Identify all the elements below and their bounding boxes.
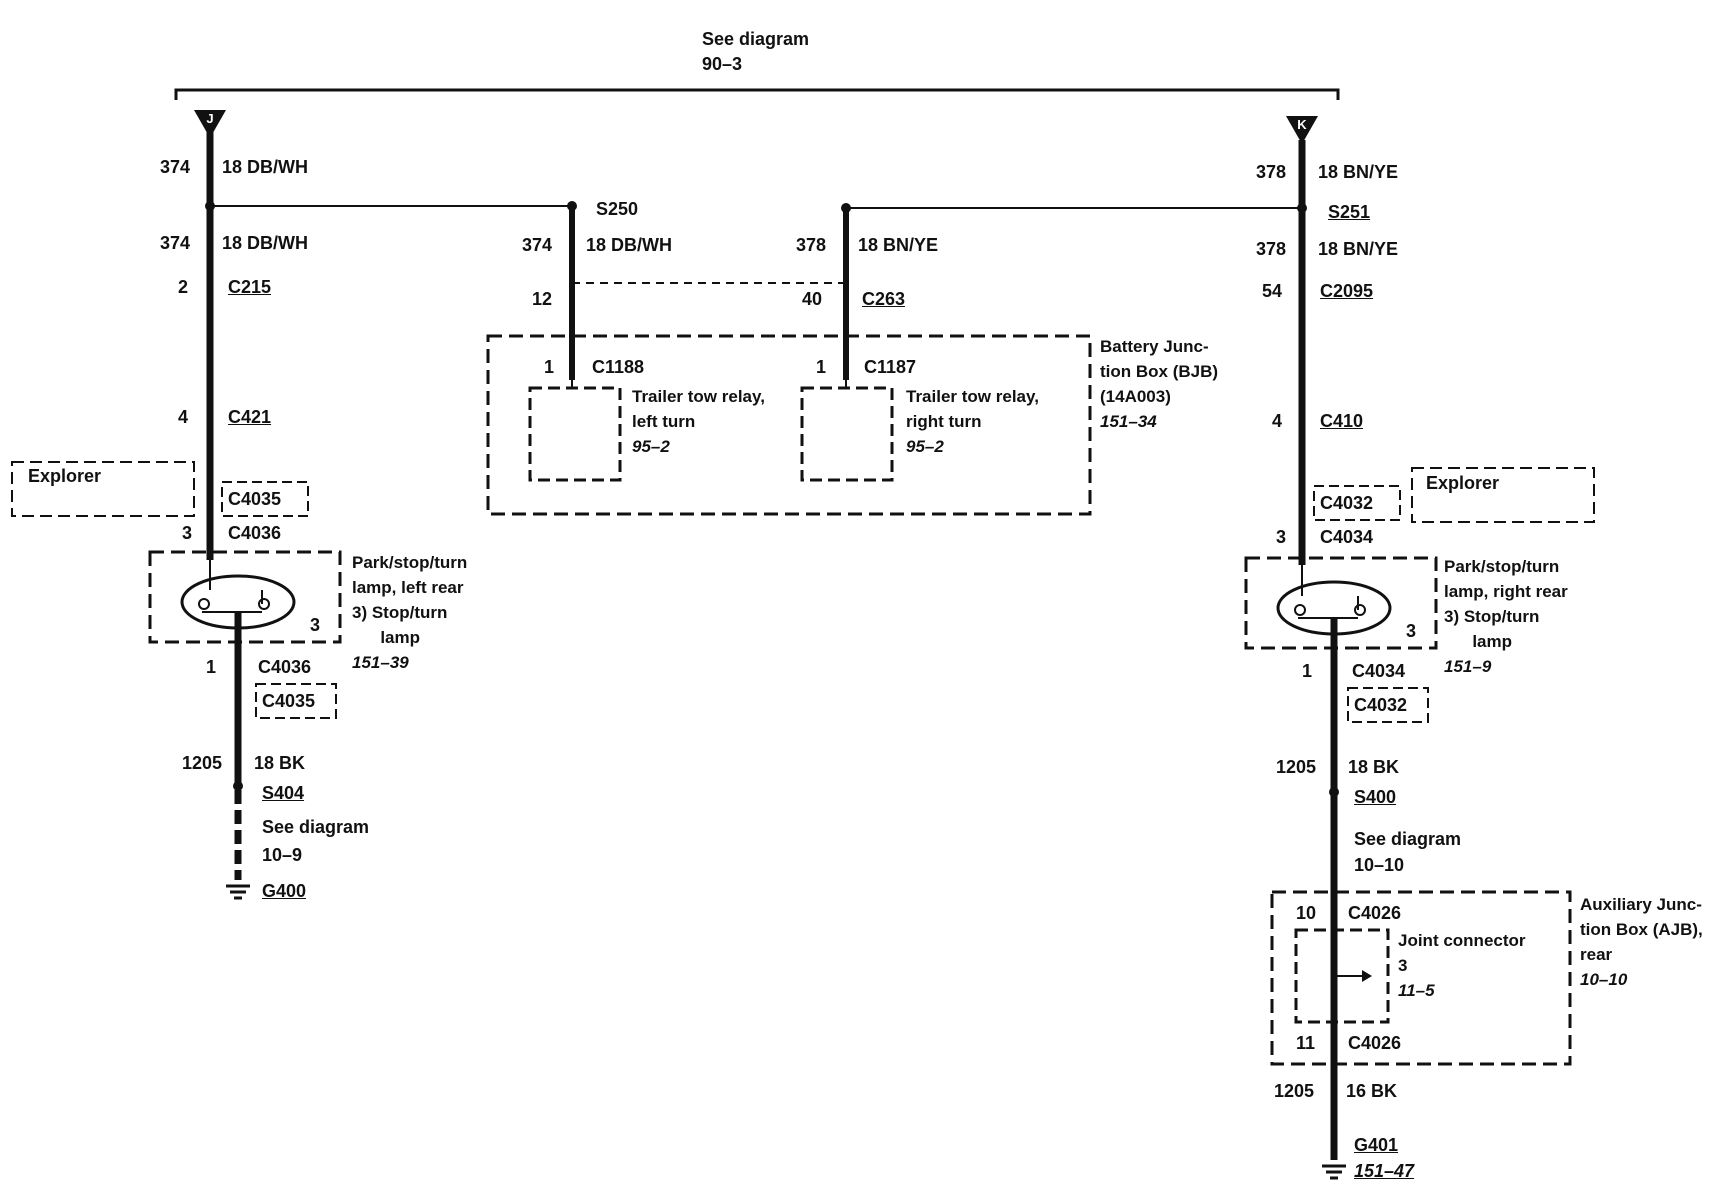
connector-j <box>194 110 226 138</box>
right-see-diagram: See diagram <box>1354 829 1462 849</box>
c1188-pin: 1 <box>544 357 555 377</box>
s251-label: S251 <box>1328 202 1371 222</box>
lamp-box-right <box>1244 556 1438 650</box>
center-right-circuit: 378 <box>796 235 827 255</box>
left-circuit-2: 374 <box>160 233 191 253</box>
c421-pin: 4 <box>178 407 189 427</box>
c4035-box-bot <box>255 683 337 719</box>
bjb-desc: Battery Junc- tion Box (BJB) (14A003) 15… <box>1100 337 1219 431</box>
c4036-bot-label: C4036 <box>258 657 312 677</box>
center-left-gauge: 18 DB/WH <box>586 235 673 255</box>
c1187-label: C1187 <box>864 357 917 377</box>
c4036-top-label: C4036 <box>228 523 282 543</box>
left-ground-circuit: 1205 <box>182 753 223 773</box>
ajb-desc: Auxiliary Junc- tion Box (AJB), rear 10–… <box>1580 895 1703 989</box>
g400-label: G400 <box>262 881 307 901</box>
c215-pin: 2 <box>178 277 189 297</box>
c263-pin-left: 12 <box>532 289 553 309</box>
right-ground-gauge: 18 BK <box>1348 757 1400 777</box>
c410-pin: 4 <box>1272 411 1283 431</box>
bjb-box <box>486 334 1092 516</box>
joint-connector-desc: Joint connector 3 11–5 <box>1398 931 1526 1000</box>
c4034-bot-pin: 1 <box>1302 661 1313 681</box>
c4032-bot-label: C4032 <box>1354 695 1408 715</box>
joint-box <box>1294 928 1390 1024</box>
c4034-bot-label: C4034 <box>1352 661 1406 681</box>
s250-label: S250 <box>596 199 639 219</box>
right-see-ref: 10–10 <box>1354 855 1405 875</box>
explorer-box-right <box>1411 467 1595 523</box>
c4035-top-label: C4035 <box>228 489 282 509</box>
ajb-box <box>1270 890 1572 1066</box>
connector-k <box>1286 116 1318 144</box>
relay-left-box <box>528 386 622 482</box>
relay-left-desc: Trailer tow relay, left turn 95–2 <box>632 387 765 456</box>
explorer-box-left <box>11 461 195 517</box>
top-bracket <box>174 88 1340 100</box>
explorer-right-label: Explorer <box>1426 473 1500 493</box>
lamp-left-desc: Park/stop/turn lamp, left rear 3) Stop/t… <box>352 553 468 672</box>
lamp-left-pin: 3 <box>310 615 321 635</box>
top-see-diagram: See diagram <box>702 29 810 49</box>
c410-label: C410 <box>1320 411 1364 431</box>
c263-pin-right: 40 <box>802 289 823 309</box>
c4026-top-pin: 10 <box>1296 903 1317 923</box>
c421-label: C421 <box>228 407 272 427</box>
right-ground2-circuit: 1205 <box>1274 1081 1315 1101</box>
c4026-bot-label: C4026 <box>1348 1033 1402 1053</box>
relay-right-box <box>800 386 894 482</box>
right-circuit-1: 378 <box>1256 162 1287 182</box>
left-see-ref: 10–9 <box>262 845 303 865</box>
relay-right-desc: Trailer tow relay, right turn 95–2 <box>906 387 1039 456</box>
center-left-circuit: 374 <box>522 235 553 255</box>
center-right-gauge: 18 BN/YE <box>858 235 939 255</box>
right-circuit-2: 378 <box>1256 239 1287 259</box>
s400-label: S400 <box>1354 787 1397 807</box>
c4035-bot-label: C4035 <box>262 691 316 711</box>
c4036-top-pin: 3 <box>182 523 193 543</box>
left-circuit-1: 374 <box>160 157 191 177</box>
right-ground-circuit: 1205 <box>1276 757 1317 777</box>
top-see-ref: 90–3 <box>702 54 743 74</box>
c263-label: C263 <box>862 289 906 309</box>
c215-label: C215 <box>228 277 272 297</box>
c4036-bot-pin: 1 <box>206 657 217 677</box>
c4026-bot-pin: 11 <box>1296 1033 1316 1053</box>
left-gauge-1: 18 DB/WH <box>222 157 309 177</box>
right-gauge-1: 18 BN/YE <box>1318 162 1399 182</box>
c4034-top-label: C4034 <box>1320 527 1374 547</box>
right-gauge-2: 18 BN/YE <box>1318 239 1399 259</box>
c4032-box-bot <box>1347 687 1429 723</box>
left-gauge-2: 18 DB/WH <box>222 233 309 253</box>
g401-ref: 151–47 <box>1354 1161 1415 1181</box>
right-ground2-gauge: 16 BK <box>1346 1081 1398 1101</box>
left-ground-gauge: 18 BK <box>254 753 306 773</box>
connector-k-label: K <box>1297 117 1307 132</box>
lamp-box-left <box>148 550 342 644</box>
lamp-right-desc: Park/stop/turn lamp, right rear 3) Stop/… <box>1444 557 1568 676</box>
c4034-top-pin: 3 <box>1276 527 1287 547</box>
c2095-label: C2095 <box>1320 281 1374 301</box>
c4032-top-label: C4032 <box>1320 493 1374 513</box>
left-see-diagram: See diagram <box>262 817 370 837</box>
c2095-pin: 54 <box>1262 281 1283 301</box>
c4026-top-label: C4026 <box>1348 903 1402 923</box>
s404-label: S404 <box>262 783 305 803</box>
lamp-right-pin: 3 <box>1406 621 1417 641</box>
c1188-label: C1188 <box>592 357 645 377</box>
connector-j-label: J <box>206 111 214 126</box>
explorer-left-label: Explorer <box>28 466 102 486</box>
g401-label: G401 <box>1354 1135 1399 1155</box>
c1187-pin: 1 <box>816 357 827 377</box>
